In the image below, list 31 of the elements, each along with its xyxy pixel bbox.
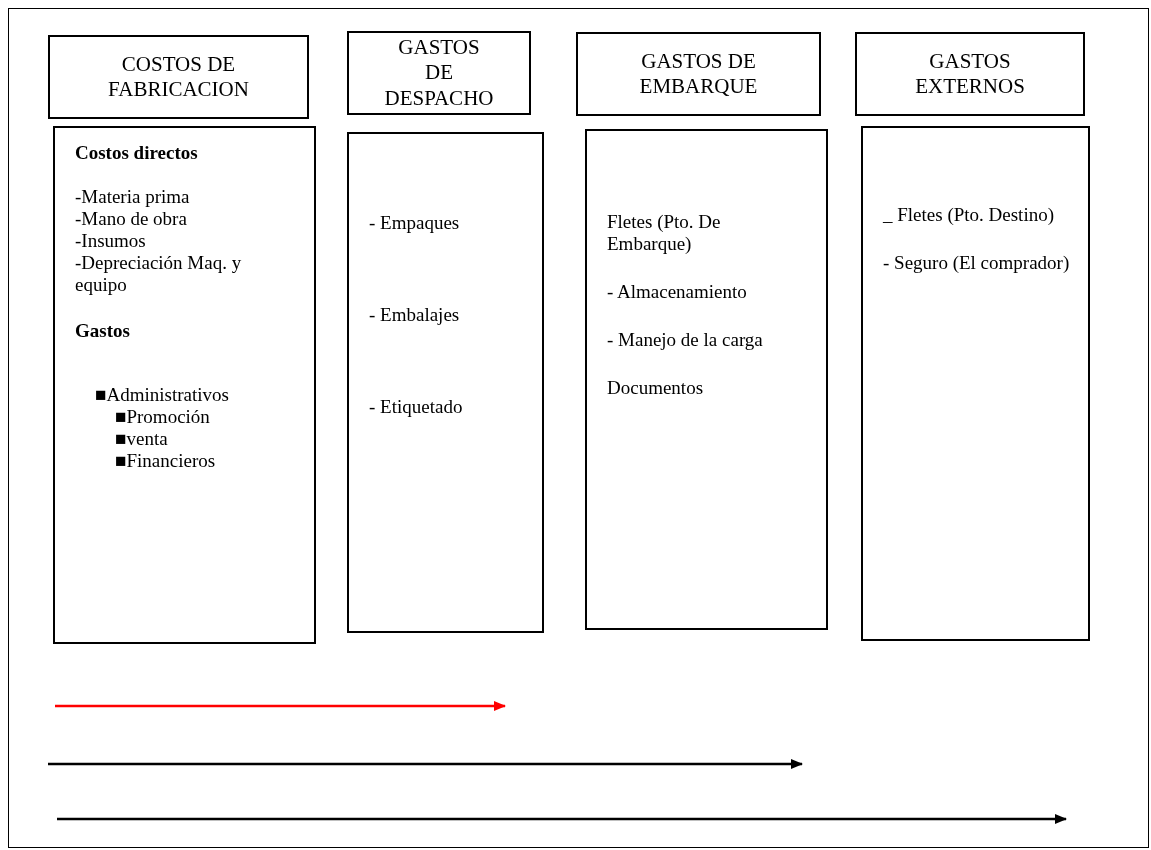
section-heading: Costos directos (75, 142, 199, 164)
list-item: - Empaques (369, 212, 461, 234)
list-item: ■Financieros (114, 450, 217, 472)
list-item: -Insumos (75, 230, 147, 252)
header-box (347, 31, 531, 115)
list-item: -Mano de obra (75, 208, 188, 230)
section-heading: Gastos (75, 320, 131, 342)
header-text: GASTOS EXTERNOS (914, 48, 1026, 100)
list-item: _ Fletes (Pto. Destino) (883, 204, 1055, 226)
list-item: Documentos (607, 377, 705, 399)
header-box (48, 35, 309, 119)
list-item: - Embalajes (369, 304, 461, 326)
header-text: COSTOS DE FABRICACION (107, 51, 250, 103)
content-box (585, 129, 828, 630)
header-text: GASTOS DE DESPACHO (383, 35, 495, 111)
list-item: - Etiquetado (369, 396, 464, 418)
header-text: GASTOS DE EMBARQUE (638, 48, 759, 100)
list-item: ■Promoción (114, 406, 211, 428)
list-item: ■Administrativos (94, 384, 230, 406)
content-box (53, 126, 316, 644)
header-box (576, 32, 821, 116)
content-box (861, 126, 1090, 641)
list-item: ■venta (114, 428, 169, 450)
list-item: -Materia prima (75, 186, 191, 208)
list-item: - Seguro (El comprador) (883, 252, 1070, 274)
list-item: -Depreciación Maq. y equipo (75, 252, 243, 296)
list-item: - Almacenamiento (607, 281, 748, 303)
list-item: Fletes (Pto. De Embarque) (607, 211, 722, 255)
content-box (347, 132, 544, 633)
list-item: - Manejo de la carga (607, 329, 764, 351)
header-box (855, 32, 1085, 116)
